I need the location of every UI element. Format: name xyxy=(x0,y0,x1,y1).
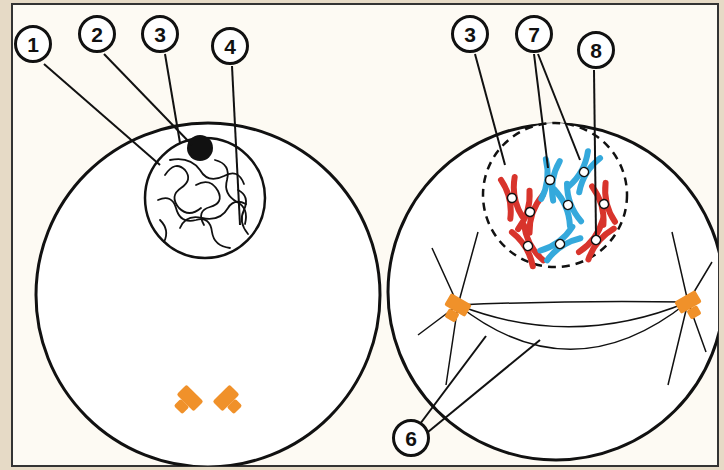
callout-number: 3 xyxy=(141,15,179,53)
callout-number: 6 xyxy=(392,419,430,457)
callout-number: 2 xyxy=(78,15,116,53)
nucleolus xyxy=(187,135,213,161)
callout-number: 4 xyxy=(211,27,249,65)
callout-number: 3 xyxy=(451,15,489,53)
callout-number: 7 xyxy=(515,15,553,53)
chromosomes xyxy=(501,151,616,267)
callout-number: 8 xyxy=(577,31,615,69)
nuclear-envelope xyxy=(483,123,627,267)
centrioles xyxy=(439,290,707,326)
leader-lines xyxy=(44,54,596,432)
cell-membrane xyxy=(388,124,718,460)
callout-number: 1 xyxy=(14,25,52,63)
chromatin xyxy=(158,159,248,248)
cell-membrane xyxy=(36,123,380,466)
centrioles xyxy=(169,385,246,419)
